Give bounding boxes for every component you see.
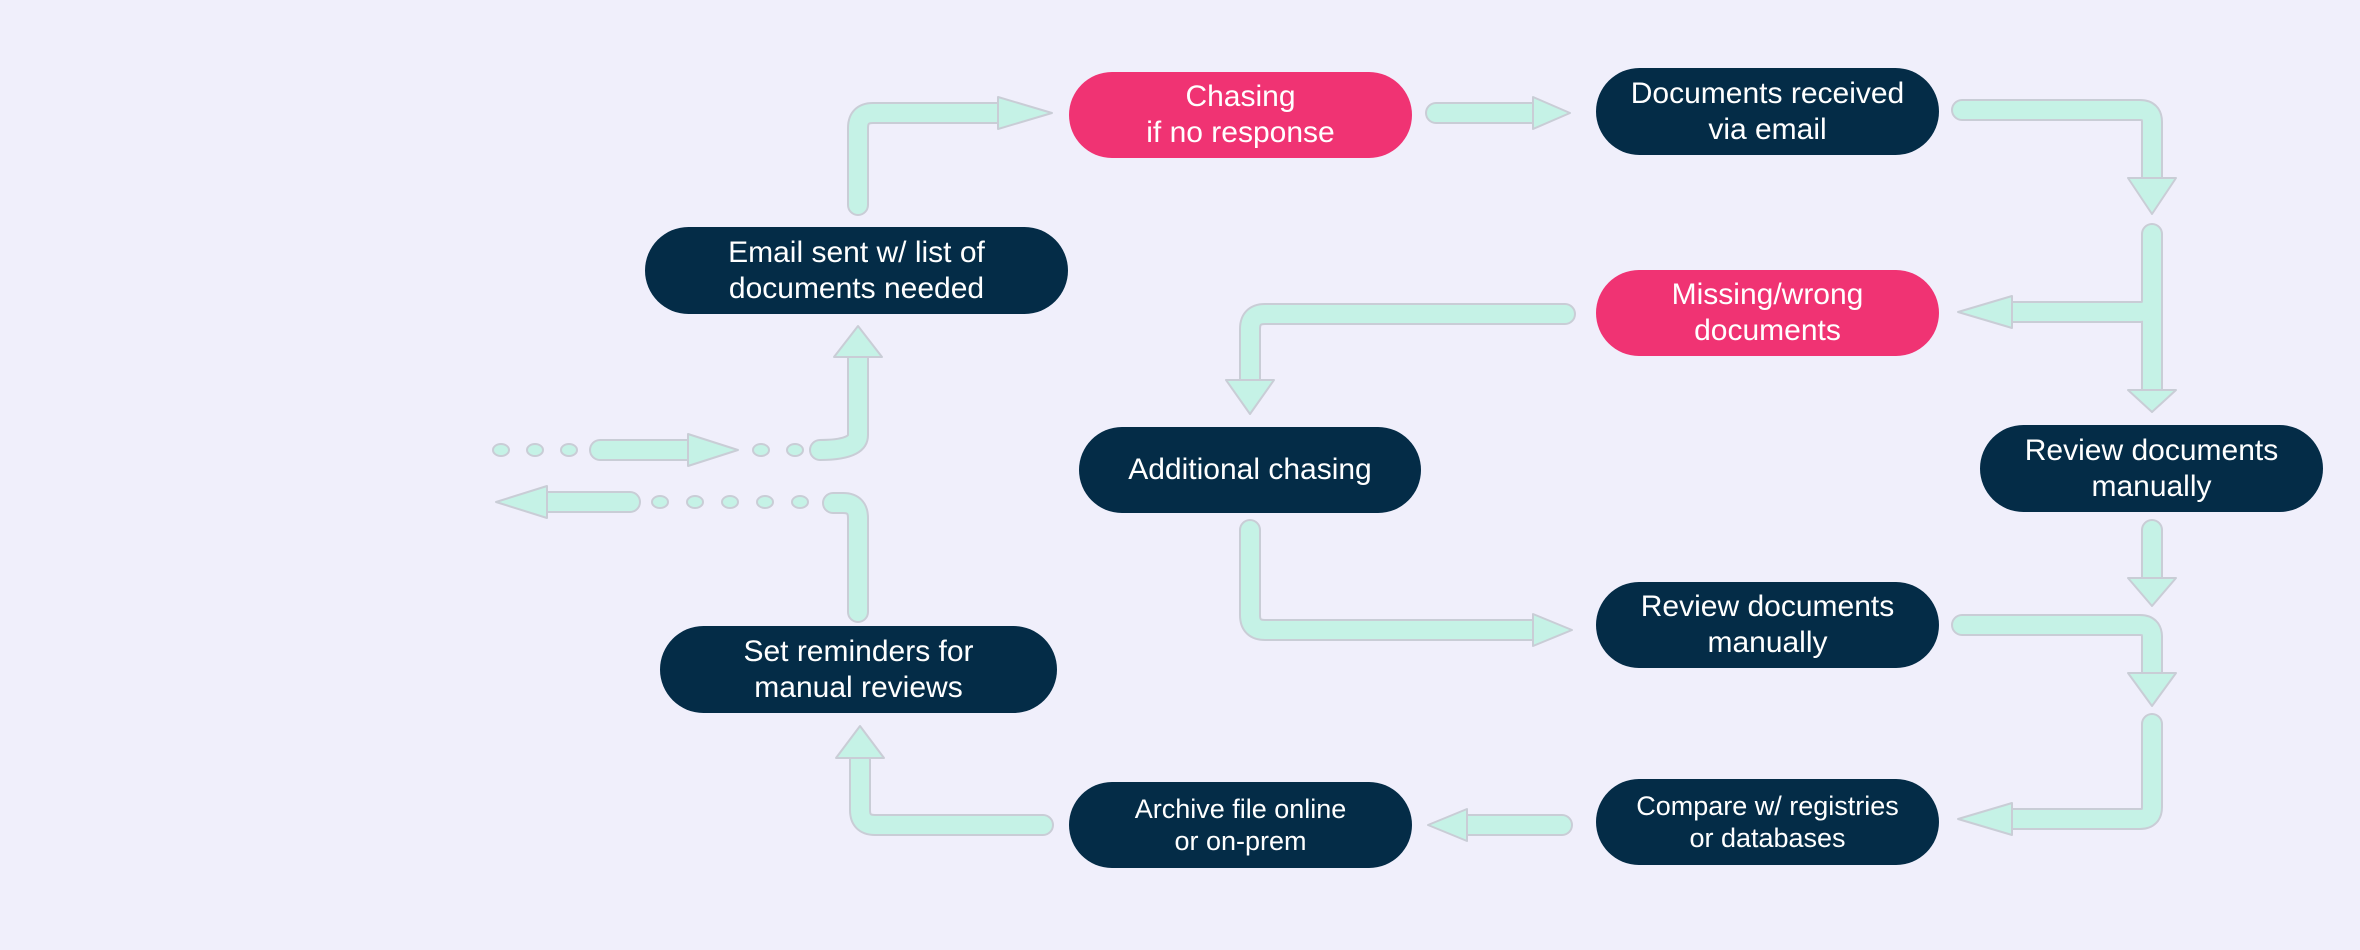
node-documents-received: Documents received via email <box>1596 68 1939 155</box>
node-chasing-label: Chasing if no response <box>1146 80 1335 149</box>
dot-out-2 <box>686 495 704 509</box>
node-email-sent: Email sent w/ list of documents needed <box>645 227 1068 314</box>
node-archive-label: Archive file online or on-prem <box>1134 794 1347 856</box>
node-additional-chasing: Additional chasing <box>1079 427 1421 513</box>
arrowhead-to-review-middle <box>1532 613 1573 647</box>
arrowhead-to-archive <box>1427 808 1468 842</box>
dot-out-4 <box>756 495 774 509</box>
arrowhead-to-additional <box>1225 379 1275 415</box>
connector-received-to-branch <box>1951 99 2163 191</box>
arrowhead-to-email <box>833 325 883 358</box>
node-additional-chasing-label: Additional chasing <box>1128 453 1372 486</box>
node-set-reminders: Set reminders for manual reviews <box>660 626 1057 713</box>
arrowhead-down-3 <box>2127 672 2177 707</box>
node-set-reminders-label: Set reminders for manual reviews <box>743 634 974 704</box>
node-compare: Compare w/ registries or databases <box>1596 779 1939 865</box>
dot-in-4 <box>752 443 770 457</box>
arrowhead-to-chasing <box>997 96 1053 130</box>
node-missing-wrong-label: Missing/wrong documents <box>1671 278 1864 347</box>
dot-in-2 <box>526 443 544 457</box>
arrowhead-to-review-right <box>2127 389 2177 413</box>
connector-missing-to-additional <box>1239 303 1576 391</box>
arrowhead-outgoing <box>495 485 548 519</box>
dot-in-5 <box>786 443 804 457</box>
node-review-right-label: Review documents manually <box>2024 433 2279 503</box>
dot-out-5 <box>791 495 809 509</box>
node-email-sent-label: Email sent w/ list of documents needed <box>728 235 985 305</box>
node-chasing: Chasing if no response <box>1069 72 1412 158</box>
arrowhead-to-reminders <box>835 725 885 759</box>
node-review-middle-label: Review documents manually <box>1640 590 1895 659</box>
arrowhead-to-received <box>1532 96 1571 130</box>
dot-in-1 <box>492 443 510 457</box>
dot-out-3 <box>721 495 739 509</box>
arrowhead-down-1 <box>2127 177 2177 215</box>
node-review-right: Review documents manually <box>1980 425 2323 512</box>
arrowhead-down-2 <box>2127 577 2177 607</box>
arrowhead-incoming <box>687 433 739 467</box>
node-archive: Archive file online or on-prem <box>1069 782 1412 868</box>
node-review-middle: Review documents manually <box>1596 582 1939 668</box>
connector-archive-to-reminders <box>849 749 1054 836</box>
arrowhead-to-missing <box>1957 295 2013 329</box>
dot-in-3 <box>560 443 578 457</box>
connector-additional-to-review-middle <box>1239 519 1546 641</box>
connector-branch-to-compare <box>1999 713 2163 830</box>
node-missing-wrong: Missing/wrong documents <box>1596 270 1939 356</box>
dot-out-1 <box>651 495 669 509</box>
node-documents-received-label: Documents received via email <box>1630 76 1905 146</box>
arrowhead-to-compare <box>1957 802 2013 836</box>
node-compare-label: Compare w/ registries or databases <box>1636 791 1899 853</box>
connector-email-to-chasing <box>847 102 1011 216</box>
